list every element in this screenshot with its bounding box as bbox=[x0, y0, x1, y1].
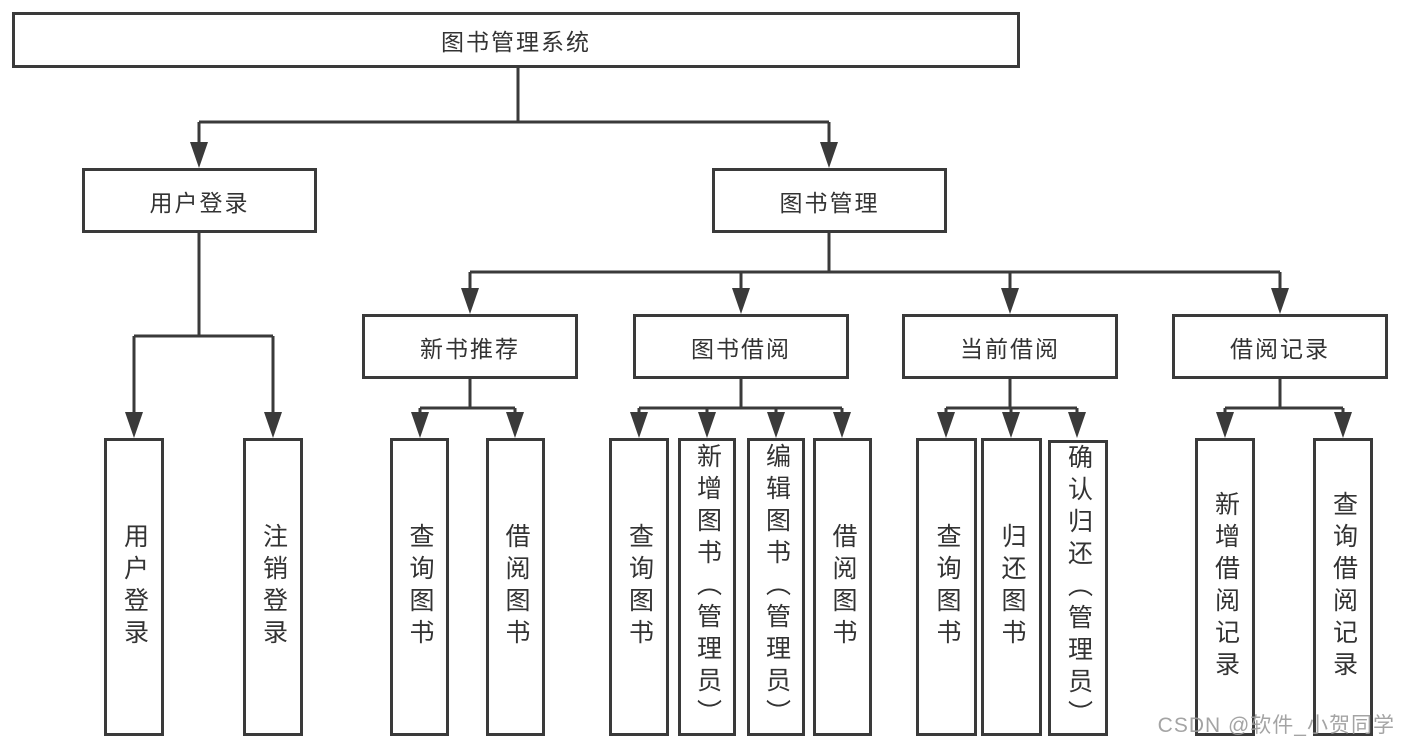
arrowhead bbox=[461, 288, 479, 314]
arrowheads bbox=[125, 142, 1352, 438]
leaf-logout: 注销登录 bbox=[243, 438, 303, 736]
arrowhead bbox=[1002, 412, 1020, 438]
arrowhead bbox=[833, 412, 851, 438]
watermark: CSDN @软件_小贺同学 bbox=[1157, 714, 1395, 737]
arrowhead bbox=[937, 412, 955, 438]
arrowhead bbox=[1001, 288, 1019, 314]
leaf-confirm-return-admin: 确认归还（管理员） bbox=[1048, 440, 1108, 736]
arrowhead bbox=[125, 412, 143, 438]
node-root-system: 图书管理系统 bbox=[12, 12, 1020, 68]
leaf-query-books-borrow: 查询图书 bbox=[609, 438, 669, 736]
leaf-user-login: 用户登录 bbox=[104, 438, 164, 736]
leaf-return-books: 归还图书 bbox=[981, 438, 1042, 736]
leaf-edit-book-admin: 编辑图书（管理员） bbox=[747, 438, 805, 736]
leaf-borrow-books-recommend: 借阅图书 bbox=[486, 438, 545, 736]
arrowhead bbox=[820, 142, 838, 168]
leaf-query-books-recommend: 查询图书 bbox=[390, 438, 449, 736]
leaf-add-borrow-record: 新增借阅记录 bbox=[1195, 438, 1255, 736]
node-book-management: 图书管理 bbox=[712, 168, 947, 233]
node-user-login: 用户登录 bbox=[82, 168, 317, 233]
arrowhead bbox=[190, 142, 208, 168]
leaf-borrow-books: 借阅图书 bbox=[813, 438, 872, 736]
arrowhead bbox=[767, 412, 785, 438]
arrowhead bbox=[506, 412, 524, 438]
arrowhead bbox=[411, 412, 429, 438]
leaf-query-books-current: 查询图书 bbox=[916, 438, 977, 736]
arrowhead bbox=[1216, 412, 1234, 438]
arrowhead bbox=[630, 412, 648, 438]
leaf-query-borrow-record: 查询借阅记录 bbox=[1313, 438, 1373, 736]
arrowhead bbox=[1271, 288, 1289, 314]
arrowhead bbox=[1334, 412, 1352, 438]
node-new-book-recommend: 新书推荐 bbox=[362, 314, 578, 379]
arrowhead bbox=[1068, 412, 1086, 438]
arrowhead bbox=[264, 412, 282, 438]
arrowhead bbox=[732, 288, 750, 314]
arrowhead bbox=[698, 412, 716, 438]
node-book-borrow: 图书借阅 bbox=[633, 314, 849, 379]
leaf-add-book-admin: 新增图书（管理员） bbox=[678, 438, 736, 736]
node-current-borrow: 当前借阅 bbox=[902, 314, 1118, 379]
node-borrow-records: 借阅记录 bbox=[1172, 314, 1388, 379]
